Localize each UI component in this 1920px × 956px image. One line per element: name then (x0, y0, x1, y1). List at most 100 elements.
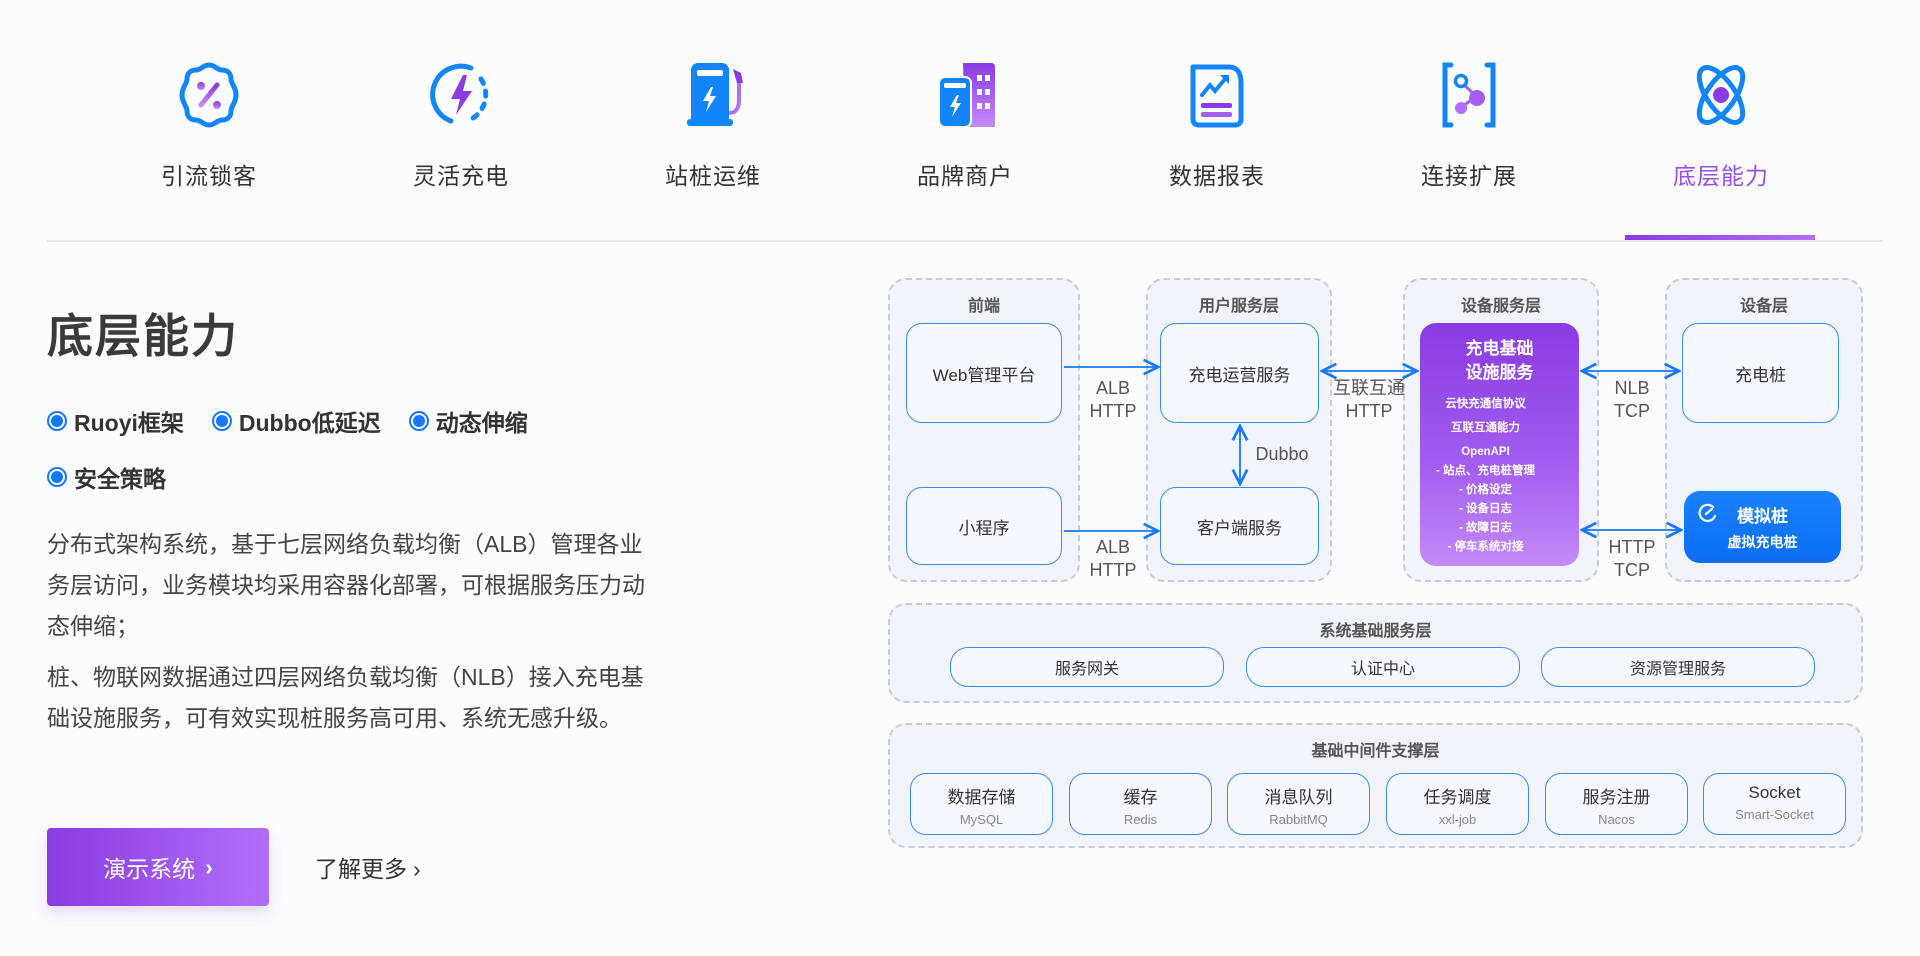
tab-label: 引流锁客 (161, 163, 257, 189)
infra-title-line: 充电基础 (1465, 339, 1534, 358)
learn-more-link[interactable]: 了解更多› (315, 850, 421, 884)
architecture-diagram: 前端 用户服务层 设备服务层 设备层 Web管理平台 小程序 充电运营服务 客户… (885, 275, 1865, 855)
chevron-right-icon: › (413, 856, 421, 882)
middleware-tech: xxl-job (1438, 812, 1477, 827)
edge-label-line: TCP (1614, 401, 1650, 421)
group-title: 用户服务层 (1198, 298, 1279, 315)
infra-title-line: 设施服务 (1465, 363, 1534, 382)
edge-label-line: HTTP (1345, 401, 1393, 421)
tab-label: 品牌商户 (917, 163, 1013, 189)
feature-item: Ruoyi框架 (47, 404, 184, 438)
group-title: 设备服务层 (1460, 298, 1541, 315)
group-title: 基础中间件支撑层 (1311, 743, 1440, 760)
tab-brand-merchant[interactable]: 品牌商户 (865, 55, 1065, 195)
service-gateway: 服务网关 (950, 647, 1224, 687)
atom-icon (1696, 65, 1746, 125)
infra-item: OpenAPI (1461, 446, 1510, 458)
infra-item: - 站点、充电桩管理 (1436, 465, 1536, 477)
group-title: 前端 (967, 298, 1000, 315)
middleware-tech: Redis (1123, 812, 1158, 827)
description: 分布式架构系统，基于七层网络负载均衡（ALB）管理各业务层访问，业务模块均采用容… (47, 524, 647, 739)
feature-item: Dubbo低延迟 (211, 404, 381, 438)
infra-item: 云快充通信协议 (1445, 398, 1526, 410)
middleware-name: Socket (1748, 783, 1801, 802)
report-chart-icon (1190, 64, 1244, 128)
tab-label: 数据报表 (1169, 163, 1265, 189)
middleware-name: 数据存储 (947, 788, 1016, 807)
node-charging-ops: 充电运营服务 (1160, 323, 1319, 423)
infra-item: - 设备日志 (1459, 503, 1513, 515)
tab-label: 连接扩展 (1421, 163, 1517, 189)
gauge-icon (1698, 503, 1717, 523)
edge-label-http-tcp: HTTP TCP (1597, 536, 1667, 582)
feature-item: 动态伸缩 (408, 404, 528, 438)
edge-label-line: ALB (1095, 378, 1131, 398)
node-simulated-pile: 模拟桩 虚拟充电桩 (1684, 491, 1841, 563)
edge-label-line: 互联互通 (1333, 378, 1405, 398)
middleware-tech: Smart-Socket (1735, 807, 1814, 822)
tab-base-capability[interactable]: 底层能力 (1621, 55, 1821, 195)
description-paragraph: 桩、物联网数据通过四层网络负载均衡（NLB）接入充电基础设施服务，可有效实现桩服… (47, 664, 644, 731)
action-bar: 演示系统› 了解更多› (47, 828, 421, 906)
infra-item: - 价格设定 (1459, 484, 1513, 496)
radio-dot-icon (211, 411, 232, 431)
charging-pile-icon (687, 63, 743, 126)
edge-label-alb-http: ALB HTTP (1078, 536, 1148, 582)
middleware-item: 缓存 Redis (1069, 773, 1212, 835)
capability-intro: 底层能力 Ruoyi框架 Dubbo低延迟 动态伸缩 安全策略 分布式架构系统，… (47, 300, 667, 739)
tabs-divider (47, 240, 1883, 242)
tab-flexible-charging[interactable]: 灵活充电 (361, 55, 561, 195)
resource-management: 资源管理服务 (1541, 647, 1815, 687)
tab-traffic[interactable]: 引流锁客 (109, 55, 309, 195)
edge-label-line: TCP (1614, 560, 1650, 580)
middleware-tech: Nacos (1598, 812, 1635, 827)
infra-item: - 停车系统对接 (1447, 541, 1524, 553)
active-tab-indicator (1625, 235, 1815, 240)
middleware-name: 消息队列 (1264, 788, 1333, 807)
radio-dot-icon (47, 467, 67, 487)
edge-label-line: NLB (1614, 378, 1650, 398)
middleware-item: 服务注册 Nacos (1545, 773, 1688, 835)
feature-tabs: 引流锁客 灵活充电 站桩运维 品牌商户 (0, 0, 1920, 240)
edge-label-line: ALB (1095, 537, 1131, 557)
infra-title: 充电基础设施服务 (1436, 337, 1563, 385)
node-mini-program: 小程序 (906, 487, 1062, 565)
edge-label-line: HTTP (1089, 560, 1137, 580)
edge-label-interconnect-http: 互联互通 HTTP (1329, 377, 1409, 423)
feature-label: Dubbo低延迟 (238, 410, 381, 436)
edge-label-alb-http: ALB HTTP (1078, 377, 1148, 423)
tab-station-ops[interactable]: 站桩运维 (613, 55, 813, 195)
tab-label: 灵活充电 (413, 163, 509, 189)
edge-label-line: HTTP (1608, 537, 1656, 557)
sim-pile-subtitle: 虚拟充电桩 (1727, 534, 1798, 550)
edge-label-nlb-tcp: NLB TCP (1597, 377, 1667, 423)
charging-building-icon (938, 63, 995, 128)
group-title: 系统基础服务层 (1319, 623, 1432, 640)
description-paragraph: 分布式架构系统，基于七层网络负载均衡（ALB）管理各业务层访问，业务模块均采用容… (47, 531, 645, 639)
feature-label: 动态伸缩 (435, 410, 528, 436)
learn-more-label: 了解更多 (315, 856, 407, 882)
sim-pile-title: 模拟桩 (1737, 507, 1788, 526)
feature-label: 安全策略 (74, 466, 166, 492)
middleware-item: 数据存储 MySQL (910, 773, 1053, 835)
demo-system-button[interactable]: 演示系统› (47, 828, 269, 906)
tab-data-reports[interactable]: 数据报表 (1117, 55, 1317, 195)
middleware-tech: MySQL (959, 812, 1004, 827)
edge-label-line: HTTP (1089, 401, 1137, 421)
node-charging-pile: 充电桩 (1682, 323, 1839, 423)
radio-dot-icon (47, 411, 67, 431)
node-client-service: 客户端服务 (1160, 487, 1319, 565)
edge-label-dubbo: Dubbo (1255, 444, 1309, 464)
tab-label: 站桩运维 (665, 163, 761, 189)
tab-connection-ext[interactable]: 连接扩展 (1369, 55, 1569, 195)
lightning-charge-icon (430, 63, 489, 124)
middleware-name: 缓存 (1123, 788, 1158, 807)
feature-label: Ruoyi框架 (74, 410, 184, 436)
middleware-name: 服务注册 (1582, 788, 1651, 807)
group-title: 设备层 (1739, 298, 1788, 315)
connection-nodes-icon (1442, 62, 1496, 128)
tab-label: 底层能力 (1673, 163, 1769, 189)
